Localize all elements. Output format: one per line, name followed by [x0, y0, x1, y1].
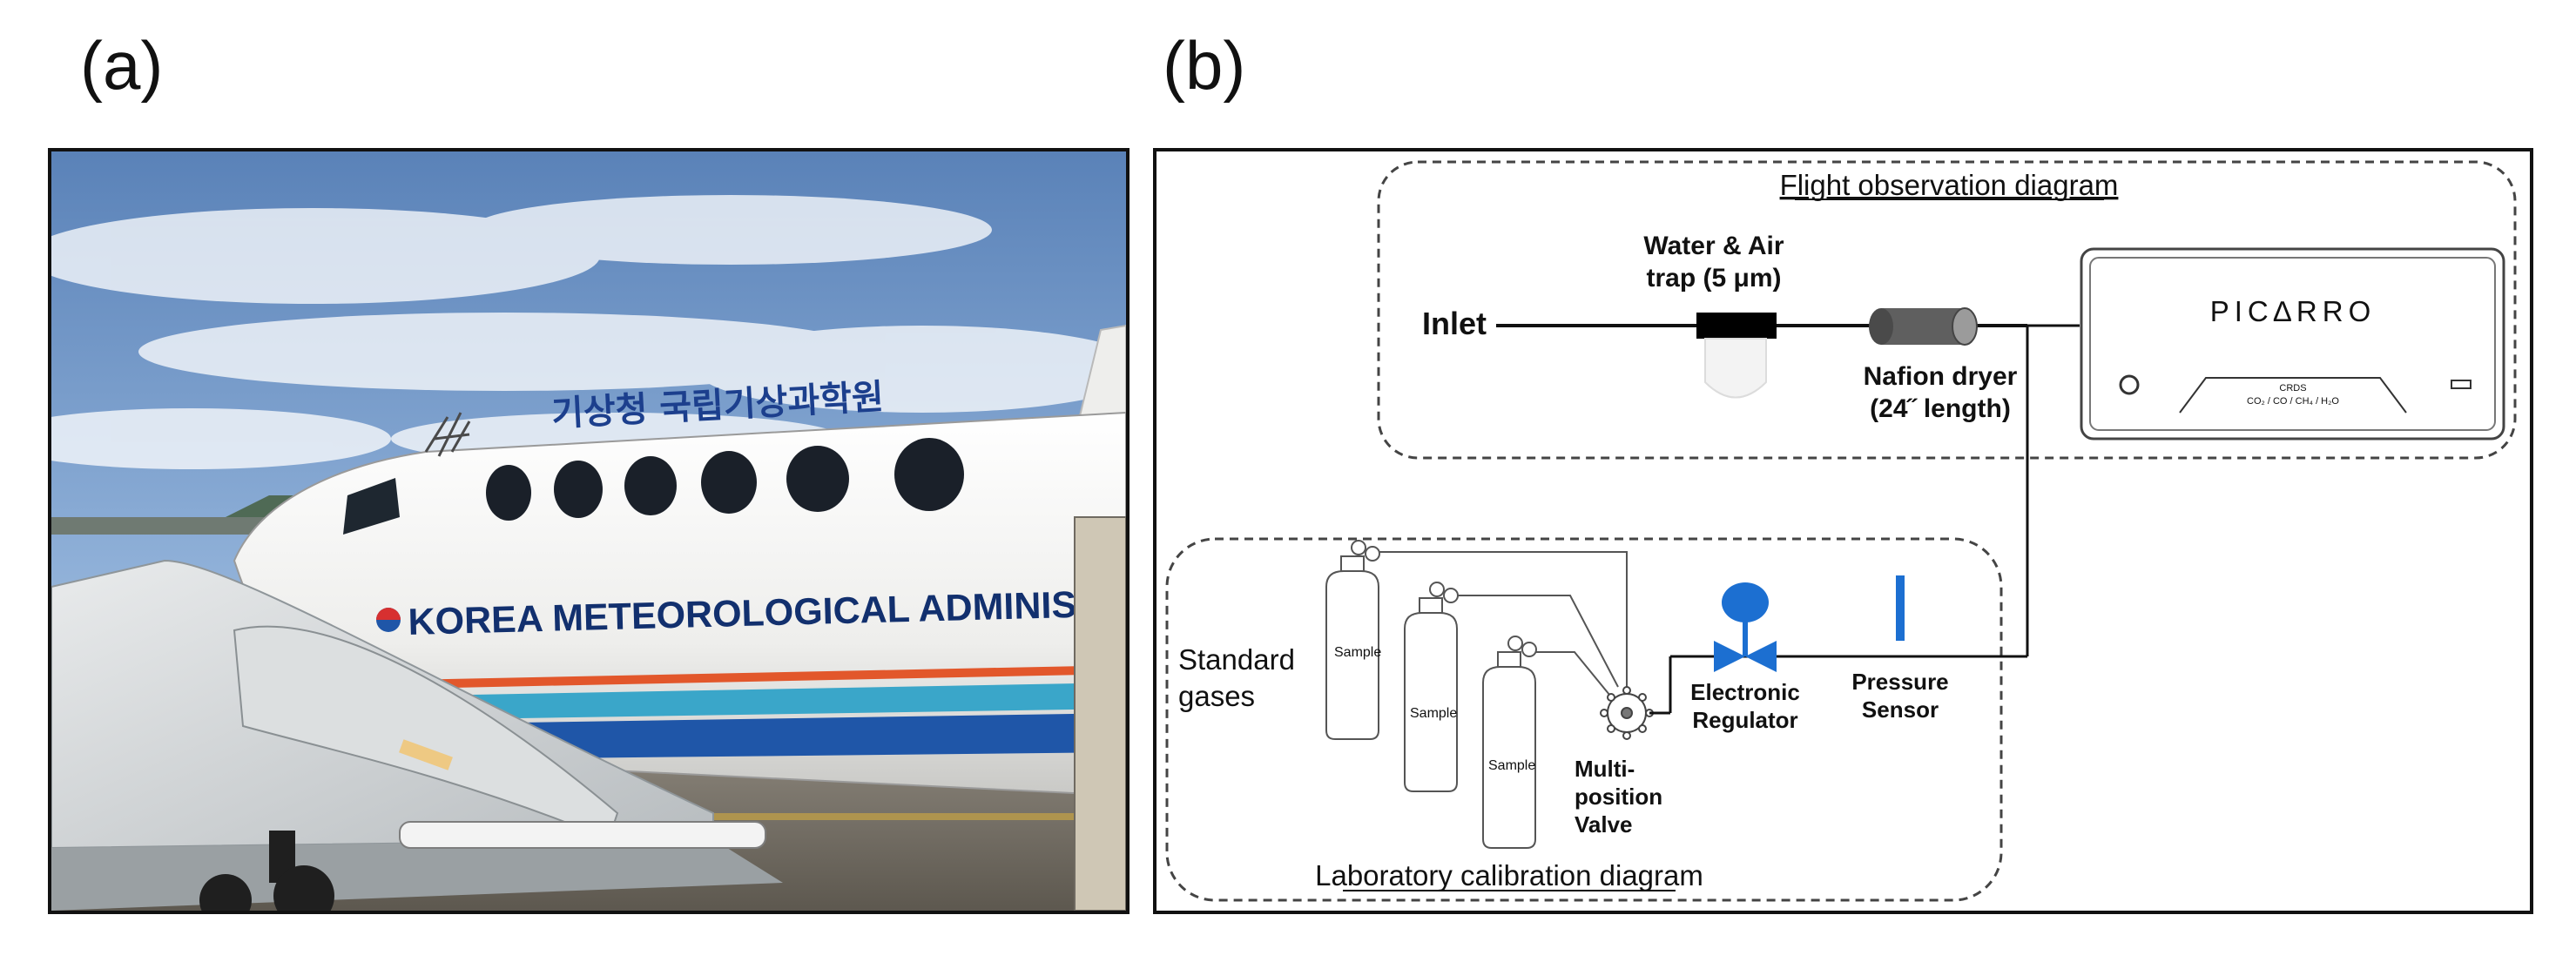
picarro-analyzer [2080, 247, 2505, 441]
panel-b-label: (b) [1163, 27, 1246, 104]
electronic-regulator [1714, 582, 1777, 672]
valve-label-line3: Valve [1575, 811, 1633, 838]
landing-gear [199, 831, 334, 911]
analyzer-model: CRDS [2279, 383, 2306, 394]
cylinder-3-label: Sample [1488, 758, 1535, 773]
flight-observation-title: Flight observation diagram [1780, 169, 2119, 201]
sensor-label-line2: Sensor [1862, 696, 1939, 723]
analyzer-species: CO₂ / CO / CH₄ / H₂O [2247, 396, 2339, 407]
dryer-label-line2: (24˝ length) [1870, 394, 2011, 423]
aircraft-photo: 기상청 국립기상과학원 KOREA METEOROLOGICAL ADMINIS… [48, 148, 1130, 914]
dryer-label-line1: Nafion dryer [1864, 362, 2018, 391]
gas-cylinder-3 [1482, 636, 1537, 849]
trap-label-line1: Water & Air [1643, 232, 1784, 260]
valve-label-line2: position [1575, 784, 1662, 810]
antenna [424, 412, 471, 457]
pressure-sensor [1896, 575, 1905, 641]
schematic-diagram: Flight observation diagram Inlet Water &… [1153, 148, 2533, 914]
trap-label-line2: trap (5 μm) [1646, 264, 1781, 293]
cylinder-2-label: Sample [1410, 706, 1457, 721]
cylinder-1-label: Sample [1334, 645, 1381, 660]
sensor-label-line1: Pressure [1851, 669, 1948, 695]
panel-a-label: (a) [80, 27, 164, 104]
standard-gases-line2: gases [1178, 680, 1255, 712]
standard-gases-line1: Standard [1178, 643, 1295, 676]
exhaust-stacks [399, 821, 766, 849]
trap-bowl [1704, 338, 1767, 399]
laboratory-calibration-title: Laboratory calibration diagram [1315, 859, 1703, 891]
regulator-label-line1: Electronic [1690, 679, 1800, 705]
schematic-svg: Flight observation diagram Inlet Water &… [1165, 160, 2517, 902]
stripe-orange [278, 665, 1126, 691]
nafion-dryer [1869, 307, 1978, 346]
analyzer-brand: PIC∆RRO [2210, 295, 2377, 327]
valve-label-line1: Multi- [1575, 756, 1635, 782]
aircraft-illustration: 기상청 국립기상과학원 KOREA METEOROLOGICAL ADMINIS… [51, 151, 1126, 911]
cabin-door [1074, 516, 1126, 911]
regulator-label-line2: Regulator [1692, 707, 1797, 733]
cabin-windows [486, 438, 964, 521]
inlet-label: Inlet [1422, 306, 1487, 341]
gas-cylinder-1 [1325, 540, 1380, 740]
water-air-trap [1696, 313, 1777, 339]
gas-lines [1379, 551, 1628, 701]
flight-observation-box [1377, 160, 2517, 460]
gas-cylinder-2 [1404, 582, 1459, 792]
multi-position-valve [1600, 686, 1654, 740]
